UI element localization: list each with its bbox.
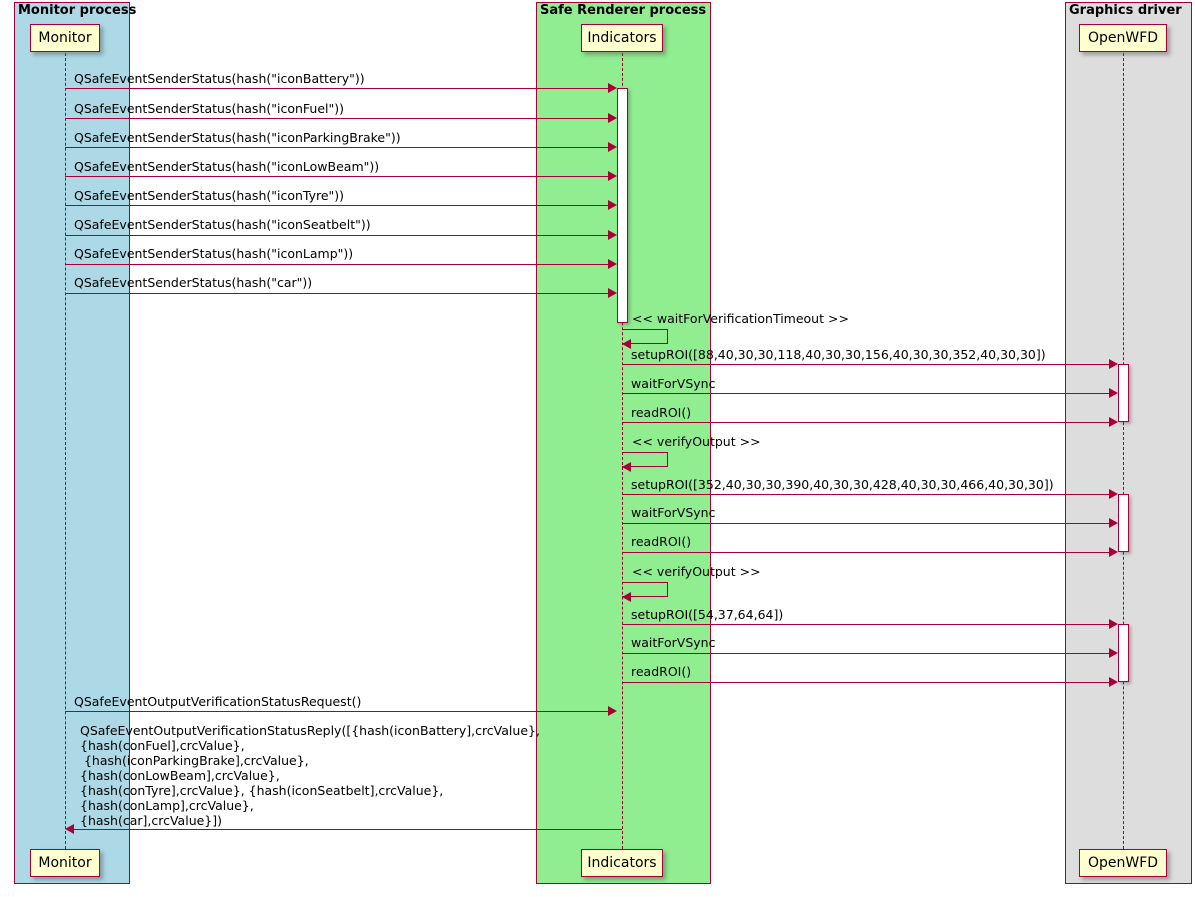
message-line-m11 — [622, 422, 1113, 423]
group-title-monitor-process: Monitor process — [18, 3, 137, 18]
message-arrowhead-m16 — [1109, 648, 1118, 658]
message-label-m1: QSafeEventSenderStatus(hash("iconBattery… — [74, 71, 365, 86]
message-line-m2 — [65, 118, 613, 119]
activation-indicators-status — [617, 88, 628, 323]
message-line-m19 — [74, 829, 622, 830]
message-label-m2: QSafeEventSenderStatus(hash("iconFuel")) — [74, 101, 345, 116]
message-arrowhead-m2 — [608, 113, 617, 123]
self-message-label-s1: << waitForVerificationTimeout >> — [632, 311, 849, 326]
self-message-arrowhead-s1 — [622, 339, 631, 349]
message-label-m8: QSafeEventSenderStatus(hash("car")) — [74, 275, 313, 290]
participant-openwfd[interactable]: OpenWFD — [1079, 24, 1167, 52]
message-line-m12 — [622, 494, 1113, 495]
message-label-m6: QSafeEventSenderStatus(hash("iconSeatbel… — [74, 217, 371, 232]
message-arrowhead-m18 — [608, 706, 617, 716]
message-line-m9 — [622, 364, 1113, 365]
participant-indicators-bottom[interactable]: Indicators — [581, 849, 663, 877]
message-arrowhead-m8 — [608, 288, 617, 298]
message-line-m13 — [622, 523, 1113, 524]
message-arrowhead-m9 — [1109, 359, 1118, 369]
activation-openwfd-2 — [1118, 494, 1129, 552]
message-arrowhead-m14 — [1109, 547, 1118, 557]
message-arrowhead-m13 — [1109, 518, 1118, 528]
message-label-m17: readROI() — [631, 664, 692, 679]
message-arrowhead-m11 — [1109, 417, 1118, 427]
message-label-m3: QSafeEventSenderStatus(hash("iconParking… — [74, 130, 401, 145]
message-arrowhead-m19 — [65, 824, 74, 834]
self-message-label-s2: << verifyOutput >> — [632, 434, 761, 449]
message-label-m19: QSafeEventOutputVerificationStatusReply(… — [80, 723, 540, 828]
self-message-label-s3: << verifyOutput >> — [632, 564, 761, 579]
message-arrowhead-m17 — [1109, 677, 1118, 687]
message-line-m15 — [622, 624, 1113, 625]
message-label-m10: waitForVSync — [631, 376, 716, 391]
message-arrowhead-m7 — [608, 259, 617, 269]
activation-openwfd-1 — [1118, 364, 1129, 422]
message-label-m4: QSafeEventSenderStatus(hash("iconLowBeam… — [74, 159, 380, 174]
message-label-m11: readROI() — [631, 405, 692, 420]
message-label-m14: readROI() — [631, 534, 692, 549]
participant-indicators[interactable]: Indicators — [581, 24, 663, 52]
message-label-m7: QSafeEventSenderStatus(hash("iconLamp")) — [74, 246, 354, 261]
message-label-m9: setupROI([88,40,30,30,118,40,30,30,156,4… — [631, 347, 1046, 362]
message-arrowhead-m6 — [608, 230, 617, 240]
message-label-m16: waitForVSync — [631, 635, 716, 650]
lifeline-indicators — [622, 53, 623, 849]
lifeline-openwfd — [1123, 53, 1124, 849]
message-label-m5: QSafeEventSenderStatus(hash("iconTyre")) — [74, 188, 345, 203]
self-message-loop-s1 — [622, 329, 668, 344]
self-message-loop-s3 — [622, 582, 668, 597]
self-message-loop-s2 — [622, 452, 668, 467]
group-box-monitor-process — [14, 2, 130, 884]
lifeline-monitor — [65, 53, 66, 849]
message-line-m7 — [65, 264, 613, 265]
message-arrowhead-m5 — [608, 200, 617, 210]
message-line-m6 — [65, 235, 613, 236]
message-label-m13: waitForVSync — [631, 505, 716, 520]
message-line-m14 — [622, 552, 1113, 553]
message-line-m1 — [65, 88, 613, 89]
message-label-m12: setupROI([352,40,30,30,390,40,30,30,428,… — [631, 477, 1054, 492]
group-box-graphics-driver — [1065, 2, 1192, 884]
message-line-m18 — [65, 711, 613, 712]
message-arrowhead-m3 — [608, 142, 617, 152]
message-line-m10 — [622, 393, 1113, 394]
message-arrowhead-m15 — [1109, 619, 1118, 629]
message-arrowhead-m12 — [1109, 489, 1118, 499]
participant-monitor[interactable]: Monitor — [30, 24, 100, 52]
message-line-m17 — [622, 682, 1113, 683]
self-message-arrowhead-s3 — [622, 592, 631, 602]
message-line-m16 — [622, 653, 1113, 654]
message-arrowhead-m4 — [608, 171, 617, 181]
message-line-m3 — [65, 147, 613, 148]
participant-monitor-bottom[interactable]: Monitor — [30, 849, 100, 877]
activation-openwfd-3 — [1118, 624, 1129, 682]
self-message-arrowhead-s2 — [622, 462, 631, 472]
message-arrowhead-m10 — [1109, 388, 1118, 398]
message-label-m15: setupROI([54,37,64,64]) — [631, 607, 784, 622]
message-line-m8 — [65, 293, 613, 294]
message-line-m4 — [65, 176, 613, 177]
message-line-m5 — [65, 205, 613, 206]
group-title-graphics-driver: Graphics driver — [1069, 3, 1182, 18]
group-title-safe-renderer-process: Safe Renderer process — [540, 3, 707, 18]
participant-openwfd-bottom[interactable]: OpenWFD — [1079, 849, 1167, 877]
message-label-m18: QSafeEventOutputVerificationStatusReques… — [74, 694, 362, 709]
message-arrowhead-m1 — [608, 83, 617, 93]
